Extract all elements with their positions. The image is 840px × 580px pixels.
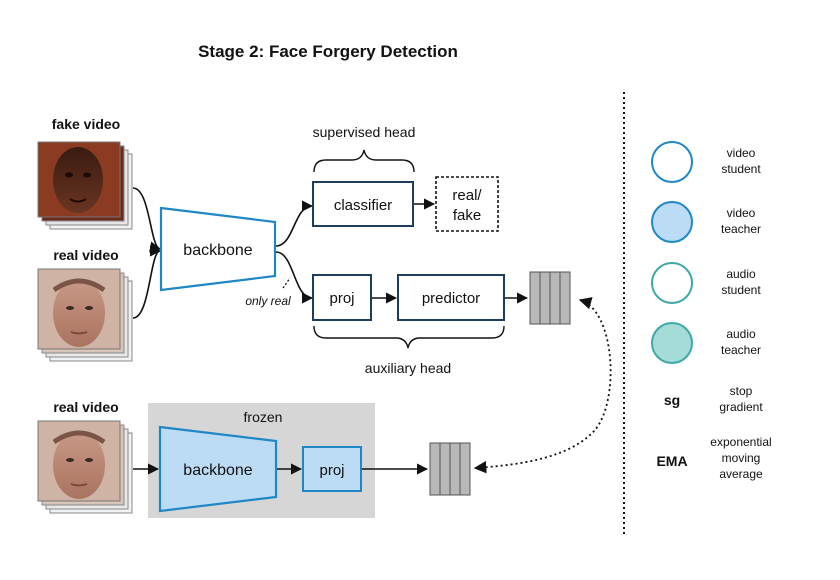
- fake-video-frames: [37, 141, 133, 230]
- frozen-label: frozen: [244, 409, 283, 425]
- student-proj-box: [312, 274, 372, 321]
- legend-ema-line3: average: [719, 467, 763, 481]
- fake-to-backbone-arrow: [132, 187, 162, 253]
- legend-video-student-line1: video: [727, 146, 756, 160]
- supervised-head-label: supervised head: [313, 124, 416, 140]
- bottom-real-video-label: real video: [53, 399, 118, 415]
- backbone-to-proj-arrow: [275, 251, 314, 304]
- legend-ema-line1: exponential: [710, 435, 771, 449]
- legend-audio-student-line1: audio: [726, 267, 756, 281]
- only-real-pointer: [282, 277, 291, 289]
- legend-video-teacher-line1: video: [727, 206, 756, 220]
- classifier-box: [312, 181, 414, 227]
- legend-sg-line2: gradient: [719, 400, 763, 414]
- legend-audio-teacher-swatch: [651, 322, 693, 364]
- output-label-line1: real/: [452, 187, 482, 204]
- student-backbone-label: backbone: [183, 242, 252, 259]
- legend-ema-line2: moving: [722, 451, 761, 465]
- auxiliary-head-label: auxiliary head: [365, 360, 451, 376]
- legend-video-teacher-swatch: [651, 201, 693, 243]
- teacher-proj-label: proj: [319, 462, 344, 479]
- legend-video-student-swatch: [651, 141, 693, 183]
- legend-audio-teacher-line2: teacher: [721, 343, 761, 357]
- supervised-head-brace: [313, 149, 415, 173]
- legend-sg-symbol: sg: [664, 392, 680, 408]
- legend-audio-student-line2: student: [721, 283, 761, 297]
- real-to-backbone-arrow: [132, 245, 162, 319]
- legend-video-teacher-line2: teacher: [721, 222, 761, 236]
- output-label-line2: fake: [453, 207, 481, 224]
- student-feature-tokens: [529, 271, 571, 325]
- legend: video student video teacher audio studen…: [651, 141, 772, 481]
- real-video-frames-top: [37, 268, 133, 362]
- predictor-label: predictor: [422, 290, 480, 307]
- backbone-to-classifier-arrow: [275, 200, 314, 247]
- only-real-label: only real: [245, 294, 291, 308]
- auxiliary-head-brace: [313, 325, 505, 349]
- feature-matching-dotted-arrow: [473, 297, 612, 474]
- legend-audio-teacher-line1: audio: [726, 327, 756, 341]
- legend-video-student-line2: student: [721, 162, 761, 176]
- teacher-backbone: [158, 425, 278, 513]
- output-box: [435, 176, 499, 232]
- teacher-backbone-label: backbone: [183, 462, 252, 479]
- teacher-feature-tokens: [429, 442, 471, 496]
- classifier-label: classifier: [334, 197, 392, 214]
- student-backbone: [159, 206, 277, 292]
- legend-sg-line1: stop: [730, 384, 753, 398]
- real-video-frames-bottom: [37, 420, 133, 514]
- diagram-title: Stage 2: Face Forgery Detection: [198, 42, 458, 61]
- real-video-label: real video: [53, 247, 118, 263]
- student-proj-label: proj: [329, 290, 354, 307]
- fake-video-label: fake video: [52, 116, 120, 132]
- legend-ema-symbol: EMA: [656, 453, 687, 469]
- teacher-proj-box: [302, 446, 362, 492]
- legend-audio-student-swatch: [651, 262, 693, 304]
